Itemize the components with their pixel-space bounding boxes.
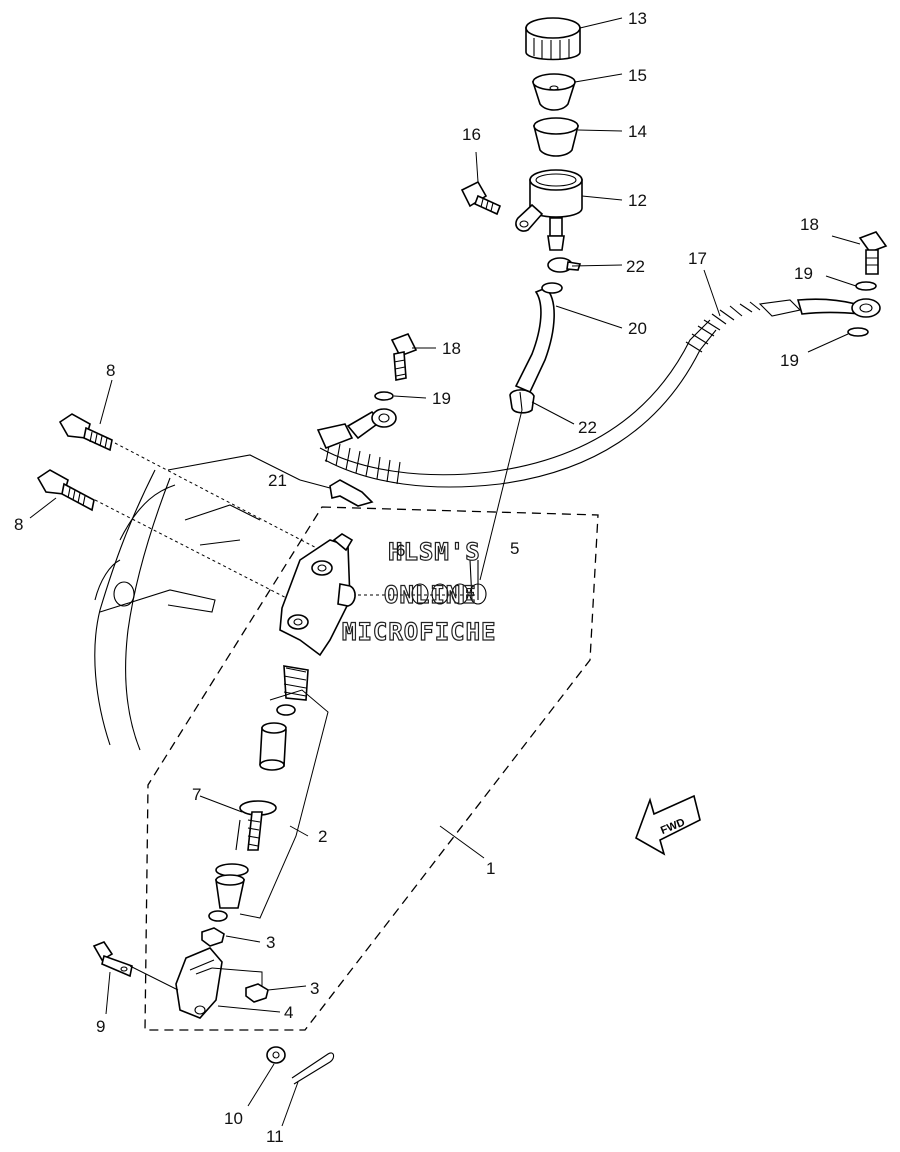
reservoir-hose-20 [514, 282, 563, 394]
gasket-19-right-upper [855, 281, 877, 291]
callout-19-right-upper: 19 [794, 264, 813, 283]
callout-17: 17 [688, 249, 707, 268]
callout-labels: 1 2 3 3 4 5 6 7 8 8 9 10 11 12 13 14 15 … [14, 9, 819, 1146]
watermark: HLSM'S ONLINE MICROFICHE [341, 537, 497, 646]
leader-lines [29, 17, 861, 1127]
brake-hose-17 [316, 298, 881, 488]
union-bolt-18-left [390, 332, 418, 381]
callout-22-lower: 22 [578, 418, 597, 437]
watermark-line2: ONLINE [384, 581, 477, 609]
assembly-boundary-1 [144, 506, 599, 1031]
callout-16: 16 [462, 125, 481, 144]
callout-4: 4 [284, 1003, 293, 1022]
callout-8-upper: 8 [106, 361, 115, 380]
piston-seals-5-6 [411, 559, 487, 605]
hose-guide-21 [329, 479, 374, 507]
callout-2: 2 [318, 827, 327, 846]
callout-18-right: 18 [800, 215, 819, 234]
callout-18-left: 18 [442, 339, 461, 358]
callout-5: 5 [510, 539, 519, 558]
callout-7: 7 [192, 785, 201, 804]
callout-3-lower: 3 [310, 979, 319, 998]
bolt-8-upper [58, 413, 113, 452]
callout-8-lower: 8 [14, 515, 23, 534]
hose-clip-22-lower [509, 389, 535, 414]
nut-3-lower [245, 983, 269, 1003]
bolt-8-lower [36, 469, 95, 512]
frame-outline [94, 454, 301, 751]
push-rod-7 [235, 819, 241, 851]
callout-20: 20 [628, 319, 647, 338]
callout-21: 21 [268, 471, 287, 490]
diaphragm-14 [532, 117, 580, 157]
reservoir-tank-12 [515, 169, 583, 251]
bolt-16 [460, 180, 502, 216]
callout-6: 6 [396, 541, 405, 560]
callout-15: 15 [628, 66, 647, 85]
gasket-19-left [374, 391, 394, 401]
cotter-pin-11 [291, 1052, 335, 1085]
washer-10 [266, 1046, 286, 1064]
union-bolt-18-right [858, 231, 888, 275]
callout-10: 10 [224, 1109, 243, 1128]
reservoir-cap-13 [525, 17, 581, 61]
watermark-line1: HLSM'S [388, 538, 481, 566]
callout-22-upper: 22 [626, 257, 645, 276]
clevis-4 [175, 947, 223, 1019]
callout-9: 9 [96, 1017, 105, 1036]
callout-19-right-lower: 19 [780, 351, 799, 370]
watermark-line3: MICROFICHE [342, 618, 497, 646]
callout-1: 1 [486, 859, 495, 878]
callout-13: 13 [628, 9, 647, 28]
callout-19-left: 19 [432, 389, 451, 408]
nut-3-upper [201, 927, 225, 947]
fwd-arrow-icon: FWD [635, 794, 701, 856]
master-cylinder-body [279, 533, 356, 657]
callout-11: 11 [266, 1127, 284, 1146]
callout-14: 14 [628, 122, 647, 141]
callout-12: 12 [628, 191, 647, 210]
clevis-pin-9 [92, 941, 133, 978]
cylinder-kit-2 [208, 665, 309, 922]
gasket-19-right-lower [847, 327, 869, 337]
diaphragm-plate-15 [531, 73, 577, 111]
callout-3-upper: 3 [266, 933, 275, 952]
hose-clip-22-upper [547, 257, 582, 273]
